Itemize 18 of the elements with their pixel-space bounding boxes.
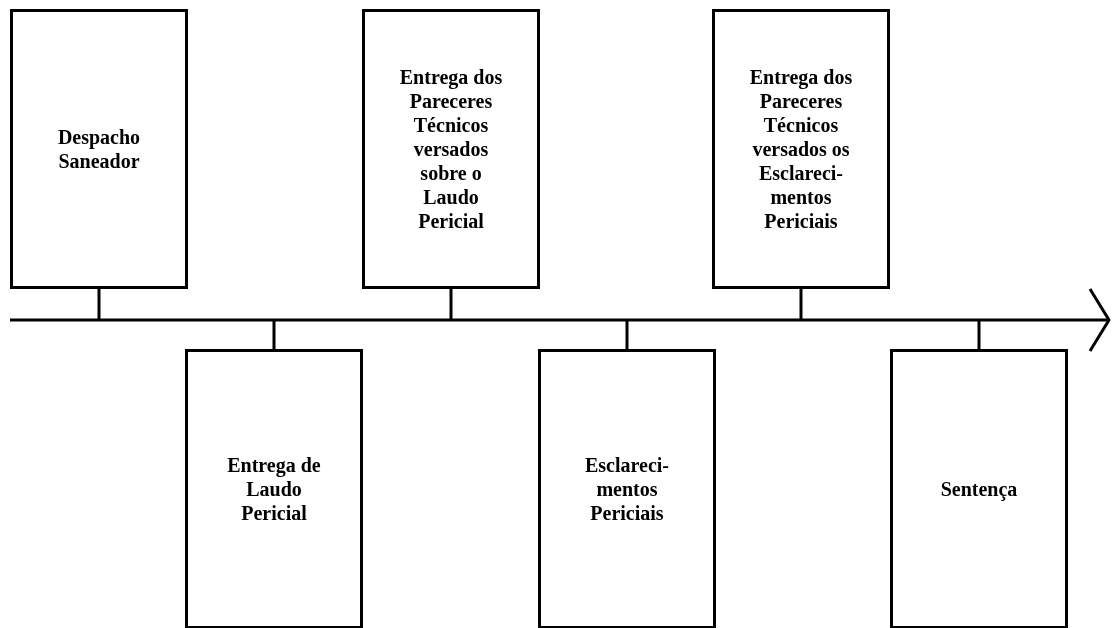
connector-line [97, 289, 101, 320]
connector-line [272, 320, 276, 349]
event-box [890, 349, 1068, 628]
event-box [185, 349, 363, 628]
event-text: Esclareci- mentos Periciais [583, 453, 670, 525]
event-box [538, 349, 716, 628]
event-text: Entrega dos Pareceres Técnicos versados os Esclareci- mentos Periciais [748, 65, 854, 233]
connector-line [449, 289, 453, 320]
connector-line [977, 320, 981, 349]
event-box [10, 9, 188, 289]
connector-line [799, 289, 803, 320]
event-box [712, 9, 890, 289]
event-text: Entrega dos Pareceres Técnicos versados sobre o Laudo Pericial [398, 65, 504, 233]
event-text: Sentença [939, 477, 1019, 501]
connector-line [625, 320, 629, 349]
event-text: Despacho Saneador [56, 125, 142, 173]
event-box [362, 9, 540, 289]
event-text: Entrega de Laudo Pericial [226, 453, 322, 525]
